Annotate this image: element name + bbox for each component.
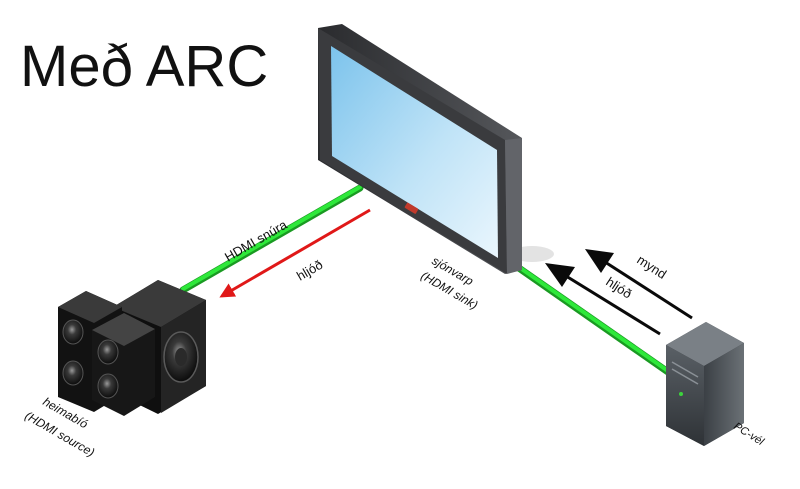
hdmi-cable-right [512, 262, 672, 376]
label-hdmi-cable: HDMI snúra [222, 217, 290, 265]
label-arrow-video: mynd [634, 252, 669, 282]
label-pc: PC-vél [731, 420, 766, 448]
tv-icon [318, 24, 554, 274]
label-audio-red: hljóð [294, 257, 325, 284]
speaker-system-icon [58, 280, 206, 416]
arrow-audio [545, 263, 661, 336]
pc-tower-icon [666, 322, 744, 446]
diagram-title: Með ARC [20, 34, 269, 99]
hdmi-cable-left [179, 184, 364, 294]
arrow-video [585, 249, 693, 320]
audio-arrow-red [219, 208, 371, 298]
